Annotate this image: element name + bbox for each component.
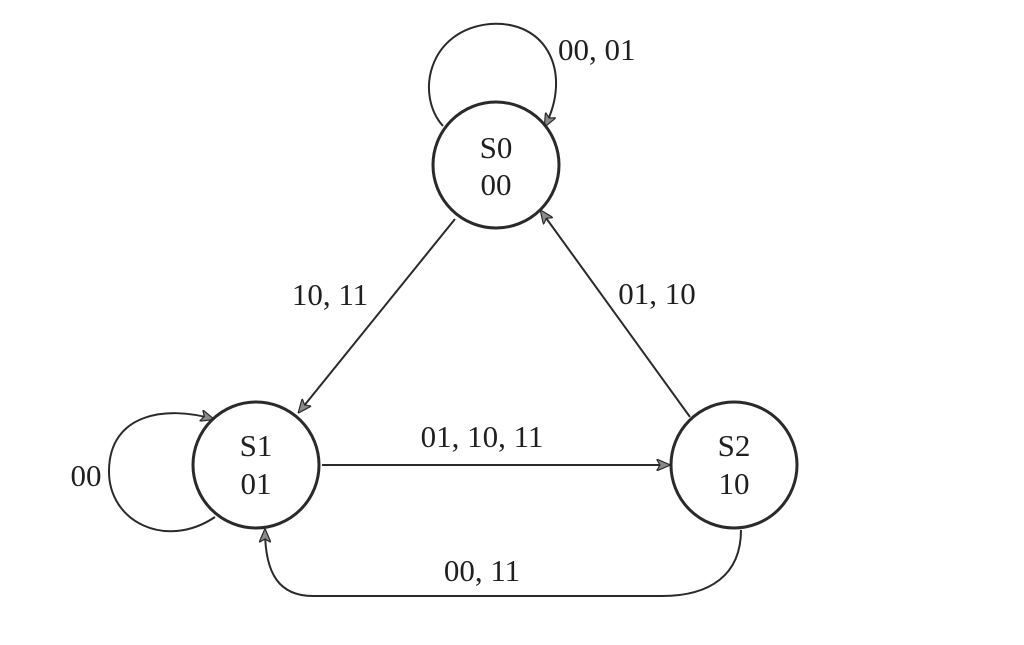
label-s1-to-s2: 01, 10, 11 bbox=[421, 419, 544, 454]
label-s0-to-s1: 10, 11 bbox=[292, 277, 368, 312]
state-s0-output: 00 bbox=[481, 167, 512, 202]
state-s2: S2 10 bbox=[669, 400, 799, 530]
edge-s1-self-loop bbox=[107, 413, 215, 533]
state-s1: S1 01 bbox=[191, 400, 321, 530]
state-s0-name: S0 bbox=[480, 130, 513, 165]
state-s1-circle bbox=[191, 400, 321, 530]
label-s2-to-s0: 01, 10 bbox=[618, 276, 696, 311]
state-s2-output: 10 bbox=[719, 466, 750, 501]
state-s1-output: 01 bbox=[241, 466, 272, 501]
edge-s2-to-s1 bbox=[265, 530, 742, 597]
edge-s2-to-s0 bbox=[541, 211, 691, 418]
state-s0: S0 00 bbox=[431, 100, 561, 230]
edge-s0-self-loop bbox=[428, 22, 558, 126]
state-s0-circle bbox=[431, 100, 561, 230]
state-s2-circle bbox=[669, 400, 799, 530]
edge-s0-to-s1 bbox=[299, 218, 456, 412]
state-s1-name: S1 bbox=[240, 428, 273, 463]
state-s2-name: S2 bbox=[718, 428, 751, 463]
label-s0-self-loop: 00, 01 bbox=[558, 32, 636, 67]
label-s1-self-loop: 00 bbox=[71, 458, 102, 493]
label-s2-to-s1: 00, 11 bbox=[444, 553, 520, 588]
